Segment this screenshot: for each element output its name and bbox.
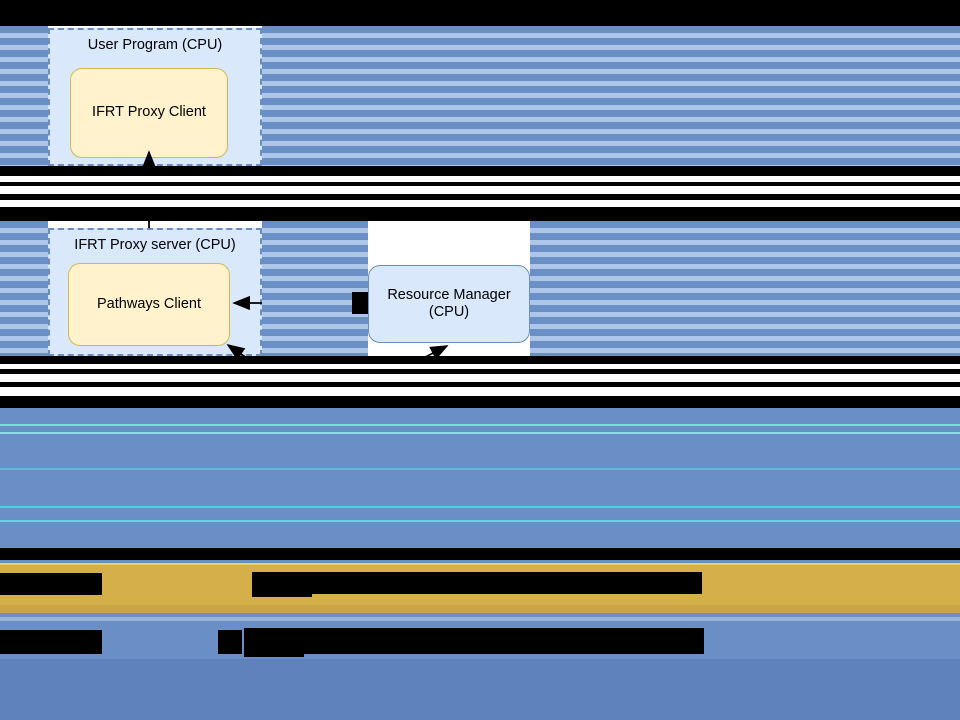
edge-label-grpc-5: gRPC [243, 473, 280, 488]
legend-swatch-yellow [108, 563, 215, 603]
edge-label-grpc-1: gRPC [128, 181, 165, 196]
node-pathways-worker[interactable]: Pathways Worker(s) (Accelerator) [302, 440, 454, 523]
node-sidecar-server-label-line2: colocated with TPU) [88, 481, 218, 498]
node-pathways-client[interactable]: Pathways Client [68, 263, 230, 346]
group-ifrt-proxy-server-title: IFRT Proxy server (CPU) [74, 237, 236, 253]
node-resource-manager-label-line2: (CPU) [428, 304, 470, 320]
node-pathways-worker-label-line1: Pathways Worker(s) [312, 464, 444, 481]
group-user-program-title: User Program (CPU) [87, 37, 223, 53]
node-sidecar-server[interactable]: Sidecar Server (CPU colocated with TPU) [58, 440, 248, 523]
node-sidecar-server-label-line1: Sidecar Server (CPU [85, 464, 221, 481]
node-ifrt-proxy-client[interactable]: IFRT Proxy Client [70, 68, 228, 158]
node-pathways-client-label: Pathways Client [97, 295, 201, 312]
edge-label-grpc-4: gRPC [377, 372, 414, 387]
legend-swatch-blue [108, 620, 215, 659]
edge-label-grpc-2: gRPC [279, 295, 316, 310]
node-pathways-worker-label-line2: (Accelerator) [336, 481, 420, 498]
node-resource-manager-label-line1: Resource Manager [387, 286, 511, 303]
node-ifrt-proxy-client-label: IFRT Proxy Client [92, 104, 206, 121]
edge-label-grpc-3: gRPC [250, 368, 287, 383]
node-resource-manager[interactable]: Resource Manager (CPU) [368, 265, 530, 343]
